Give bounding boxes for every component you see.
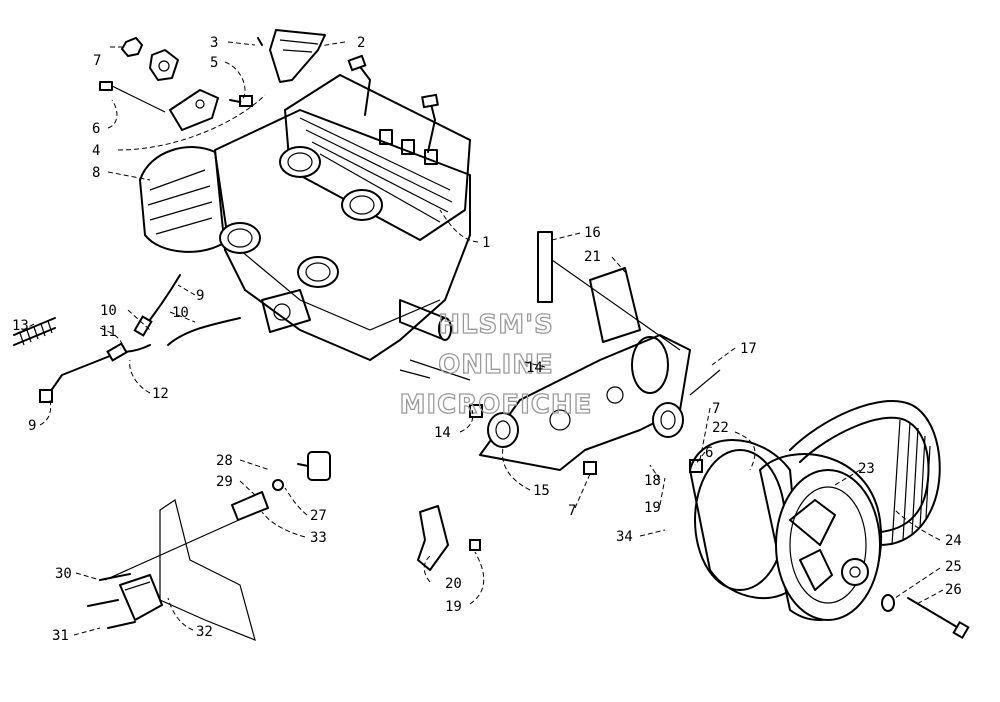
callout-13: 13 [12,318,29,334]
watermark: HLSM'S ONLINE MICROFICHE [399,309,593,420]
watermark-line-1: HLSM'S [438,310,554,340]
callout-33: 33 [310,530,327,546]
callout-7a: 7 [93,53,101,69]
fuel-lines [13,274,241,403]
mount-plate [399,231,721,475]
callout-7b: 7 [712,401,720,417]
clutch-bolt [881,594,970,640]
drive-clutch [689,439,883,621]
leader-lines [13,41,944,636]
callout-18: 18 [644,473,661,489]
callout-21: 21 [584,249,601,265]
callout-9a: 9 [28,418,36,434]
callout-2: 2 [357,35,365,51]
callout-20: 20 [445,576,462,592]
callout-34: 34 [616,529,633,545]
callout-numbers: 3 2 5 7 6 4 8 1 16 21 17 14 14 15 7 7 6 … [12,35,962,644]
callout-11: 11 [100,324,117,340]
callout-6b: 6 [705,445,713,461]
watermark-line-2: ONLINE [438,350,554,380]
callout-9b: 9 [196,288,204,304]
callout-17: 17 [740,341,757,357]
callout-5: 5 [210,55,218,71]
callout-30: 30 [55,566,72,582]
callout-7c: 7 [568,503,576,519]
callout-31: 31 [52,628,69,644]
callout-4: 4 [92,143,100,159]
callout-28: 28 [216,453,233,469]
engine-block [139,54,471,361]
callout-15: 15 [533,483,550,499]
callout-8: 8 [92,165,100,181]
callout-24: 24 [945,533,962,549]
callout-25: 25 [945,559,962,575]
callout-12: 12 [152,386,169,402]
callout-10b: 10 [172,305,189,321]
lower-bracket [87,451,481,642]
callout-19a: 19 [445,599,462,615]
callout-22: 22 [712,420,729,436]
callout-26: 26 [945,582,962,598]
callout-32: 32 [196,624,213,640]
watermark-line-3: MICROFICHE [400,390,593,420]
callout-10a: 10 [100,303,117,319]
callout-23: 23 [858,461,875,477]
callout-14a: 14 [434,425,451,441]
callout-29: 29 [216,474,233,490]
callout-19b: 19 [644,500,661,516]
callout-14b: 14 [526,360,543,376]
drive-belt [789,400,941,546]
callout-6a: 6 [92,121,100,137]
callout-16: 16 [584,225,601,241]
bracket-parts-top [99,29,326,131]
callout-27: 27 [310,508,327,524]
callout-3: 3 [210,35,218,51]
callout-1: 1 [482,235,490,251]
